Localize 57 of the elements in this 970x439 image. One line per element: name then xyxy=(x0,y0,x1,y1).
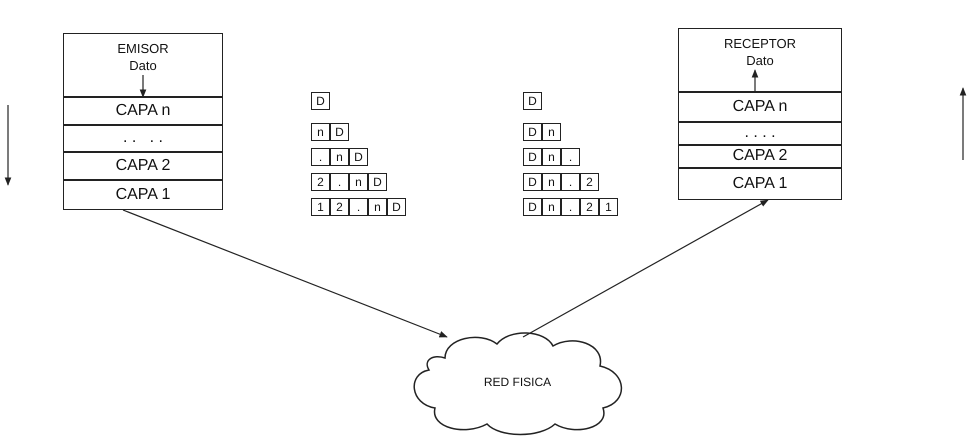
packet-cell: n xyxy=(311,123,330,141)
packet-cell: D xyxy=(349,148,368,166)
packet-cell: 2 xyxy=(311,173,330,191)
packet-cell: . xyxy=(561,198,580,216)
cell-label: CAPA n xyxy=(732,98,788,116)
cell-label: CAPA 1 xyxy=(732,174,788,194)
packet-cell: 1 xyxy=(311,198,330,216)
packet-cell: D xyxy=(523,173,542,191)
packet-cell: D xyxy=(523,92,542,110)
arrow xyxy=(140,75,146,98)
packet-cell: . xyxy=(561,173,580,191)
packet-cell: n xyxy=(330,148,349,166)
cell-label: CAPA 1 xyxy=(116,186,170,204)
packet-cell: D xyxy=(330,123,349,141)
header-title: EMISOR xyxy=(117,42,169,57)
cell-label: CAPA 2 xyxy=(116,156,170,176)
packet-cell: . xyxy=(311,148,330,166)
packet-cell: D xyxy=(368,173,387,191)
layer-cell xyxy=(678,122,842,145)
header-cell xyxy=(63,33,223,97)
packet-cell: D xyxy=(523,148,542,166)
arrow xyxy=(522,199,769,338)
cloud-label: RED FISICA xyxy=(484,375,552,389)
packet-cell: D xyxy=(387,198,406,216)
packet-cell: D xyxy=(523,198,542,216)
cell-label: Dato xyxy=(746,54,774,69)
packet-cell: . xyxy=(330,173,349,191)
packet-cell: n xyxy=(542,198,561,216)
packet-cell: n xyxy=(542,123,561,141)
layer-cell xyxy=(63,152,223,180)
layer-cell xyxy=(678,145,842,168)
cell-label: CAPA 2 xyxy=(732,147,788,166)
arrow xyxy=(752,69,758,92)
cell-label: Dato xyxy=(129,58,157,74)
arrow xyxy=(122,209,448,338)
layer-cell xyxy=(678,92,842,122)
packet-cell: n xyxy=(349,173,368,191)
packet-cell: 1 xyxy=(599,198,618,216)
packet-cell: n xyxy=(542,173,561,191)
layer-cell xyxy=(63,125,223,152)
header-cell xyxy=(678,28,842,92)
packet-cell: n xyxy=(368,198,387,216)
layer-cell xyxy=(63,180,223,210)
cell-label: CAPA n xyxy=(116,102,170,120)
packet-cell: . xyxy=(349,198,368,216)
packet-cell: 2 xyxy=(330,198,349,216)
cell-label: . . . . xyxy=(744,124,776,143)
cell-label: . . . . xyxy=(122,129,163,148)
layer-cell xyxy=(63,97,223,125)
header-title: RECEPTOR xyxy=(724,37,796,52)
packet-cell: 2 xyxy=(580,173,599,191)
packet-cell: . xyxy=(561,148,580,166)
packet-cell: 2 xyxy=(580,198,599,216)
layer-cell xyxy=(678,168,842,200)
packet-cell: D xyxy=(523,123,542,141)
packet-cell: n xyxy=(542,148,561,166)
packet-cell: D xyxy=(311,92,330,110)
